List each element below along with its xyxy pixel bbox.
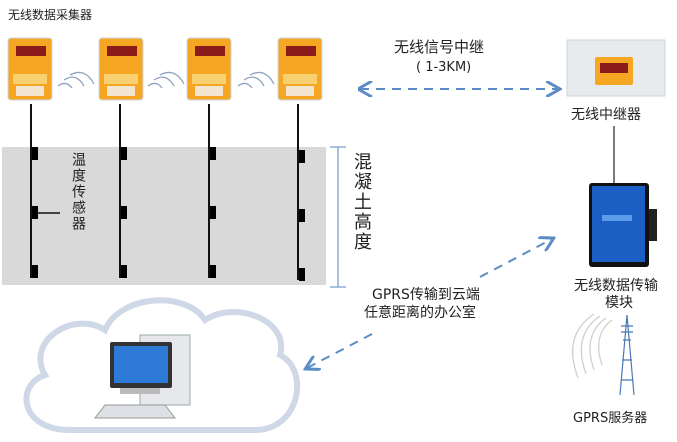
repeater-label: 无线中继器 xyxy=(571,107,641,123)
collector-2 xyxy=(98,37,144,101)
gprs-arrow-up xyxy=(479,239,552,278)
signal-wave-icon xyxy=(572,313,613,379)
tower-icon xyxy=(619,314,635,396)
collector-units xyxy=(7,37,323,101)
collector-1 xyxy=(7,37,53,101)
repeater-device xyxy=(566,39,666,97)
sensor-poles xyxy=(30,104,299,280)
gprs-office-label: 任意距离的办公室 xyxy=(364,305,476,321)
module-label-line2: 模块 xyxy=(605,295,633,311)
gprs-cloud-label: GPRS传输到云端 xyxy=(372,287,480,303)
relay-range-label: ( 1-3KM) xyxy=(416,60,472,75)
computer-icon xyxy=(93,334,191,419)
sensor-label: 温度传感器 xyxy=(70,152,86,232)
collector-4 xyxy=(277,37,323,101)
concrete-height-label: 混凝土高度 xyxy=(351,152,372,252)
height-bracket xyxy=(330,146,346,288)
collector-title: 无线数据采集器 xyxy=(8,8,93,22)
temperature-sensors xyxy=(32,147,305,281)
collector-3 xyxy=(186,37,232,101)
wireless-wave-icon xyxy=(57,71,275,89)
transmission-module xyxy=(589,183,657,267)
gprs-server-label: GPRS服务器 xyxy=(573,411,648,426)
concrete-block xyxy=(2,147,326,285)
module-label-line1: 无线数据传输 xyxy=(574,278,658,294)
relay-signal-label: 无线信号中继 xyxy=(394,38,485,56)
gprs-arrow-down xyxy=(307,333,373,368)
